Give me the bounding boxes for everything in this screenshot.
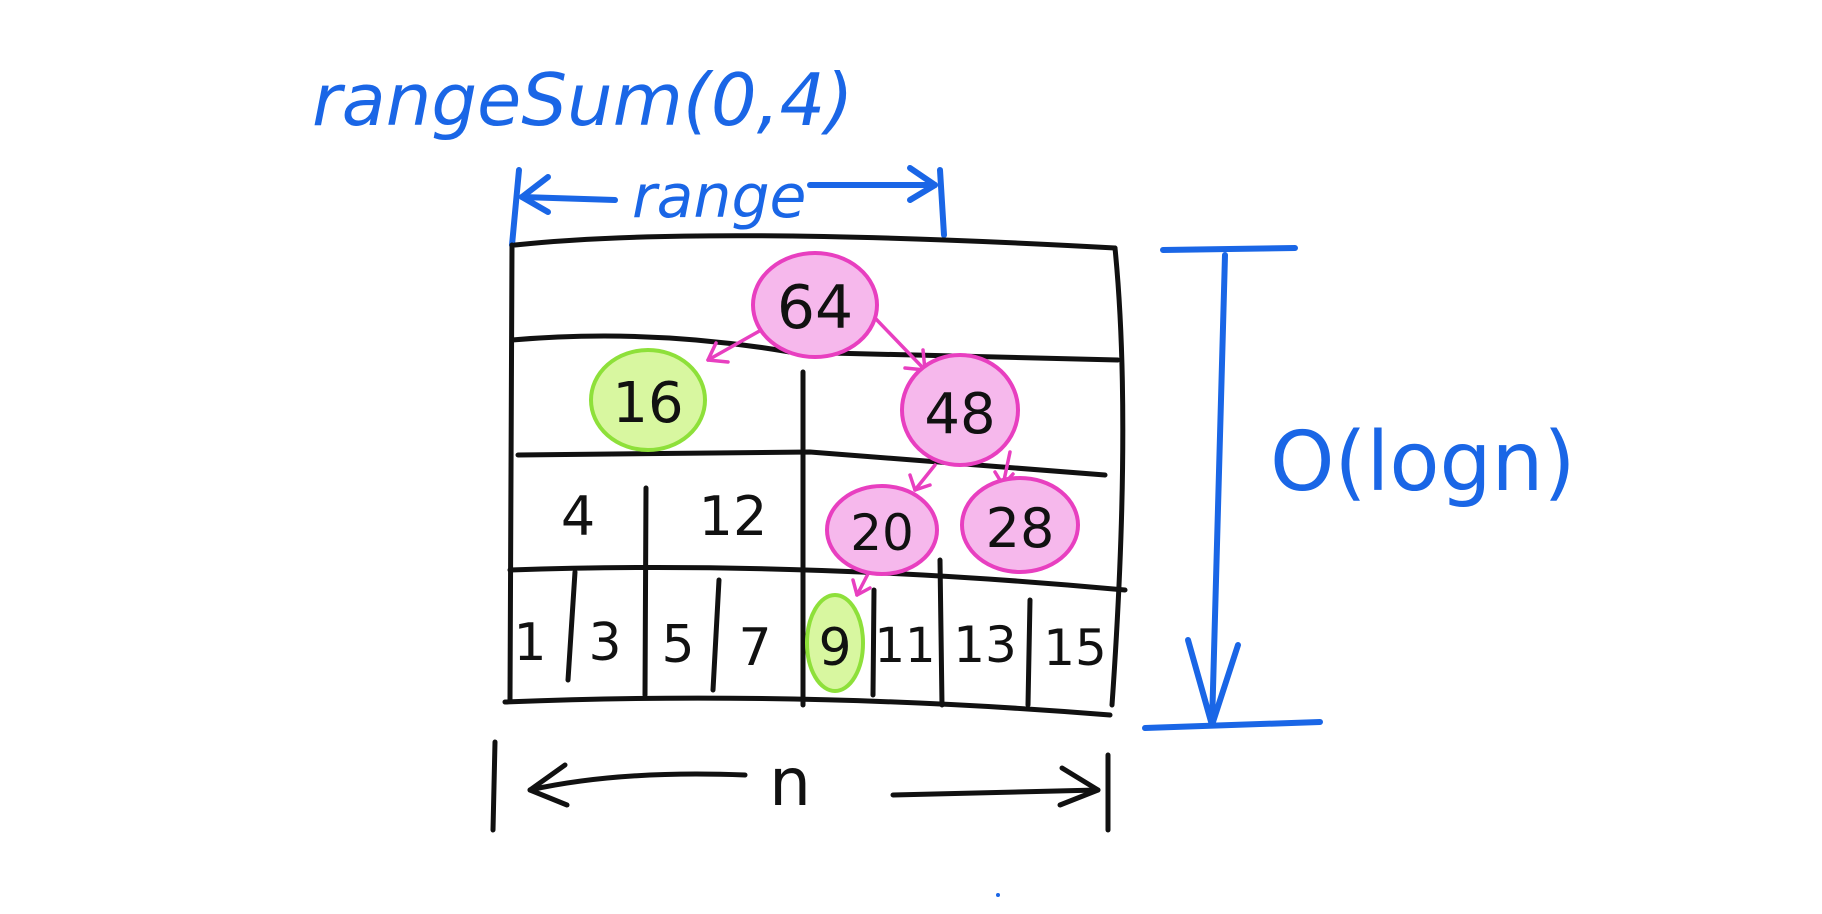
leaf-value: 5 — [661, 615, 694, 675]
node-20: 20 — [825, 484, 939, 576]
call-label: rangeSum(0,4) — [312, 58, 854, 142]
range-label: range — [632, 162, 806, 232]
leaf-9 — [805, 593, 865, 693]
node-12-value: 12 — [699, 485, 768, 548]
node-28-value: 28 — [986, 497, 1055, 560]
range-arrow — [509, 165, 947, 248]
height-arrow — [1142, 245, 1323, 731]
leaf-value: 15 — [1043, 619, 1107, 677]
leaf-value: 13 — [953, 616, 1017, 674]
node-20-value: 20 — [850, 504, 914, 562]
leaf-value: 9 — [818, 618, 851, 678]
ink-speck — [996, 893, 1000, 897]
node-root-value: 64 — [777, 273, 853, 343]
node-4-value: 4 — [561, 485, 595, 548]
leaf-value: 3 — [588, 613, 621, 673]
leaf-value: 7 — [738, 618, 771, 678]
node-root: 64 — [751, 251, 879, 359]
leaf-value: 11 — [874, 618, 935, 674]
node-48-value: 48 — [924, 382, 995, 447]
leaf-value: 1 — [513, 613, 546, 673]
leaf-row: 1 3 5 7 9 11 13 15 — [513, 613, 1106, 678]
tree-grid — [502, 233, 1128, 718]
n-arrow — [490, 739, 1111, 833]
node-16-value: 16 — [612, 371, 683, 436]
node-16: 16 — [589, 348, 707, 452]
n-label: n — [769, 744, 811, 821]
complexity-label: O(logn) — [1270, 415, 1576, 510]
node-28: 28 — [960, 476, 1080, 574]
node-48: 48 — [900, 353, 1020, 467]
